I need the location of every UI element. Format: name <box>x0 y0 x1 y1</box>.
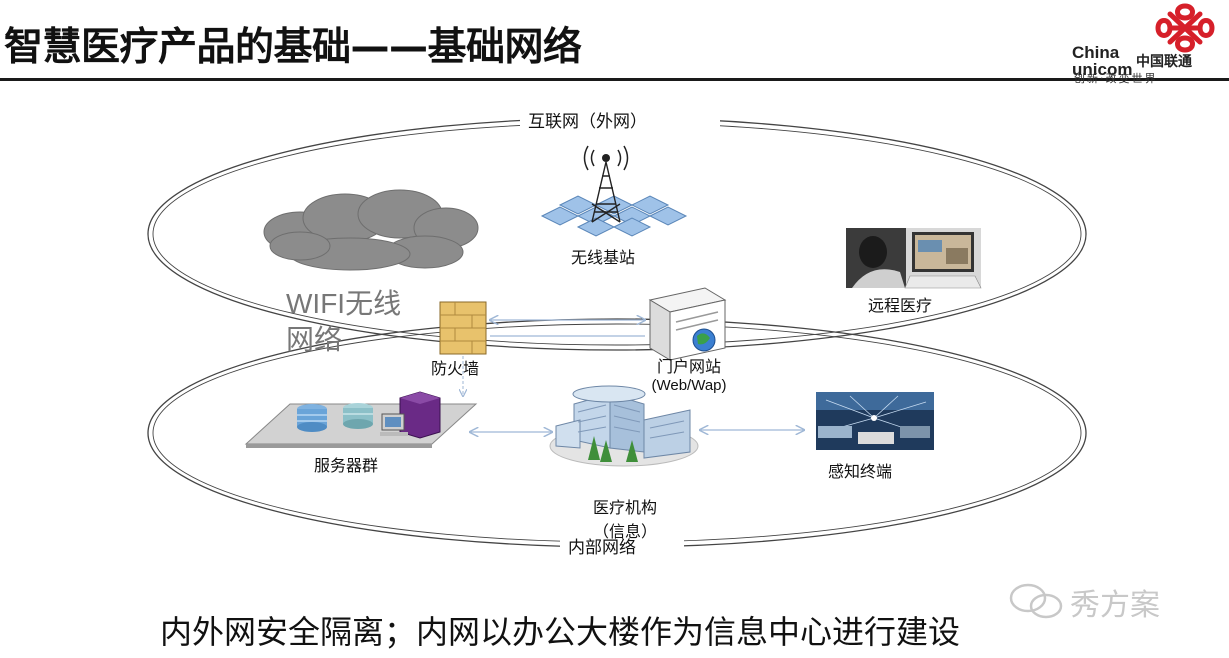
logo-english-line2: unicom <box>1072 60 1133 79</box>
server-cluster-icon <box>244 391 478 448</box>
title-divider <box>0 78 1229 81</box>
server-cluster-label: 服务器群 <box>314 456 379 475</box>
logo-chinese: 中国联通 <box>1136 54 1192 70</box>
wechat-icon <box>1009 583 1063 619</box>
portal-label: 门户网站 (Web/Wap) <box>624 353 754 394</box>
unicom-knot-icon <box>1155 3 1215 53</box>
sensing-terminal-image <box>816 392 934 450</box>
logo-slogan: 创新·改变世界 <box>1074 72 1158 85</box>
wechat-watermark: 秀方案 <box>1008 580 1208 624</box>
firewall-portal-connection <box>490 320 645 337</box>
page-title: 智慧医疗产品的基础——基础网络 <box>4 25 582 70</box>
remote-medical-image <box>846 228 982 289</box>
sensing-terminal-label: 感知终端 <box>828 462 893 481</box>
watermark-text: 秀方案 <box>1070 588 1160 623</box>
medical-institution-label: 医疗机构 （信息） <box>560 494 690 542</box>
firewall-label: 防火墙 <box>431 359 480 378</box>
footer-caption: 内外网安全隔离；内网以办公大楼作为信息中心进行建设 <box>160 613 961 651</box>
medical-building-icon <box>549 385 699 467</box>
firewall-icon <box>439 301 487 355</box>
remote-medical-label: 远程医疗 <box>868 296 933 315</box>
base-station-icon <box>540 145 688 237</box>
portal-label-line1: 门户网站 <box>656 357 721 376</box>
base-station-label: 无线基站 <box>571 248 636 267</box>
cloud-icon <box>263 189 479 271</box>
logo-english: China unicom <box>1072 44 1132 78</box>
internet-label: 互联网（外网） <box>528 112 647 132</box>
portal-server-icon <box>648 287 727 361</box>
portal-label-line2: (Web/Wap) <box>651 377 727 394</box>
intranet-label: 内部网络 <box>568 538 636 558</box>
medical-label-line1: 医疗机构 <box>592 498 657 517</box>
wifi-network-label: WIFI无线网络 <box>286 288 402 355</box>
logo-english-line1: China <box>1072 43 1120 62</box>
medical-label-line2: （信息） <box>592 522 657 541</box>
china-unicom-logo <box>1068 0 1228 90</box>
